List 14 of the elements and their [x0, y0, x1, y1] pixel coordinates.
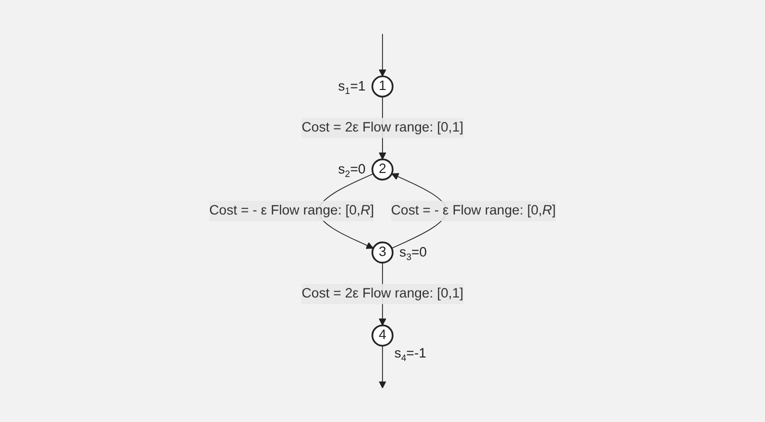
node-circle: 1	[372, 75, 394, 98]
node-circle: 4	[372, 324, 394, 347]
edge-label: Cost = 2ε Flow range: [0,1]	[302, 120, 464, 135]
supply-label: s$_{2}$=0	[338, 162, 366, 180]
node-circle: 3	[372, 242, 394, 264]
edge-label: Cost = 2ε Flow range: [0,1]	[302, 286, 464, 301]
arrow	[378, 34, 386, 77]
supply-label: s$_{1}$=1	[338, 78, 366, 96]
arrow	[378, 345, 386, 388]
supply-label: s$_{3}$=0	[399, 244, 427, 262]
edge-label: Cost = - ε Flow range: [0,R]	[390, 203, 556, 218]
supply-label: s$_{4}$=-1	[394, 346, 426, 363]
edge-label: Cost = - ε Flow range: [0,R]	[209, 203, 374, 218]
node-circle: 2	[372, 158, 394, 180]
